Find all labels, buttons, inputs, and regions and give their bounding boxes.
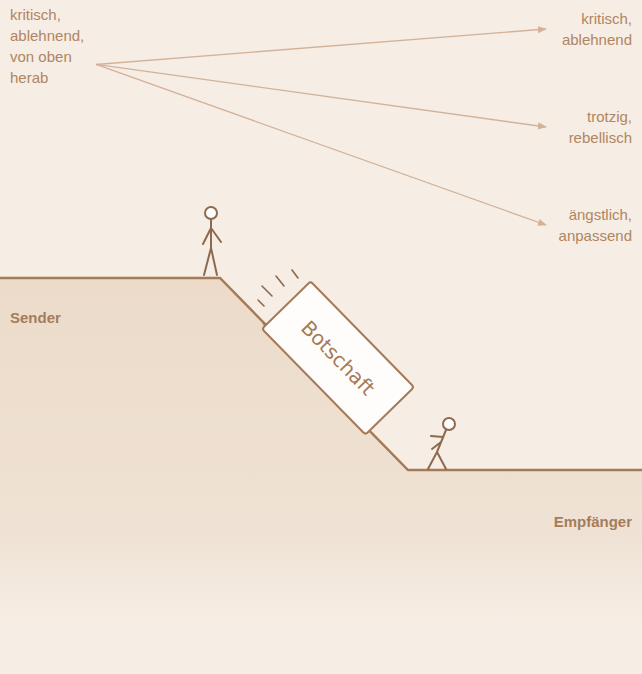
- tone-arrow: [96, 64, 546, 225]
- tone-text: ängstlich, anpassend: [552, 204, 632, 246]
- region-label: Sender: [10, 308, 61, 328]
- tone-text: kritisch, ablehnend: [552, 8, 632, 50]
- tone-text-line: kritisch, ablehnend, von oben herab: [10, 4, 92, 88]
- ground-outline: [0, 278, 642, 470]
- region-label: Empfänger: [554, 512, 632, 532]
- ground: [0, 278, 642, 620]
- tone-text-line: trotzig, rebellisch: [552, 106, 632, 148]
- tone-arrow: [96, 64, 546, 127]
- tone-text: kritisch, ablehnend, von oben herab: [10, 4, 92, 88]
- sender-figure: [203, 207, 221, 275]
- receiver-figure: [428, 418, 455, 469]
- tone-arrow: [96, 29, 546, 64]
- tone-text-line: kritisch, ablehnend: [552, 8, 632, 50]
- tone-text-line: ängstlich, anpassend: [552, 204, 632, 246]
- tone-text: trotzig, rebellisch: [552, 106, 632, 148]
